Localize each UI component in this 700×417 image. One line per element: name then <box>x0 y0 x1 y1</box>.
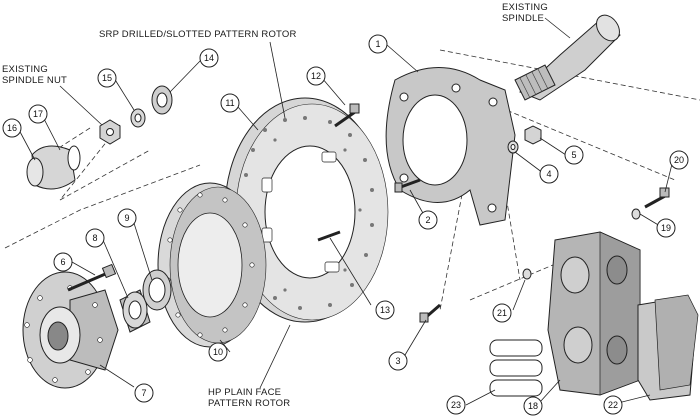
existing-spindle-nut-label-line1: EXISTING <box>2 64 48 75</box>
bearing-race <box>142 269 172 311</box>
seal-kit <box>489 339 543 397</box>
svg-text:1: 1 <box>375 39 380 49</box>
callout-2: 2 <box>418 210 438 230</box>
srp-rotor-label: SRP DRILLED/SLOTTED PATTERN ROTOR <box>99 29 297 40</box>
brake-pads <box>637 294 699 401</box>
inner-bearing <box>119 289 151 333</box>
caliper <box>547 231 641 396</box>
rotor-stud-13 <box>317 230 341 242</box>
svg-text:21: 21 <box>497 308 507 318</box>
shim-21 <box>522 268 532 280</box>
svg-text:6: 6 <box>60 257 65 267</box>
srp-rotor-leader <box>269 41 286 119</box>
caliper-washer-19 <box>631 208 641 220</box>
svg-text:14: 14 <box>204 53 214 63</box>
svg-text:18: 18 <box>528 401 538 411</box>
svg-text:11: 11 <box>225 98 234 108</box>
callout-21: 21 <box>492 303 512 323</box>
svg-text:19: 19 <box>661 223 671 233</box>
bracket-washer-4 <box>507 140 519 154</box>
callout-18: 18 <box>523 396 543 416</box>
callout-leaders <box>17 44 673 406</box>
callout-19: 19 <box>656 218 676 238</box>
bracket-bolt-2 <box>394 178 421 193</box>
callout-7: 7 <box>134 383 154 403</box>
callout-1: 1 <box>368 34 388 54</box>
callout-10: 10 <box>208 342 228 362</box>
svg-text:3: 3 <box>395 356 400 366</box>
svg-text:13: 13 <box>380 305 390 315</box>
existing-spindle-leader <box>544 17 571 39</box>
callout-11: 11 <box>220 93 240 113</box>
svg-text:10: 10 <box>213 347 223 357</box>
svg-text:22: 22 <box>608 400 618 410</box>
svg-text:8: 8 <box>92 233 97 243</box>
svg-text:20: 20 <box>674 155 684 165</box>
wheel-stud <box>67 263 117 292</box>
callout-12: 12 <box>306 66 326 86</box>
svg-text:9: 9 <box>124 213 129 223</box>
hp-rotor-leader <box>259 324 291 389</box>
callout-4: 4 <box>539 164 559 184</box>
text-labels: EXISTING SPINDLE EXISTING SPINDLE NUT SR… <box>2 2 571 409</box>
svg-text:7: 7 <box>141 388 146 398</box>
bracket-bolt-3 <box>419 303 441 323</box>
washer <box>130 108 146 128</box>
callout-22: 22 <box>603 395 623 415</box>
svg-text:12: 12 <box>311 71 321 81</box>
spindle-nut <box>99 119 121 145</box>
hub <box>22 271 119 389</box>
callout-9: 9 <box>117 208 137 228</box>
existing-spindle-label-line1: EXISTING <box>502 2 548 13</box>
callout-13: 13 <box>375 300 395 320</box>
callout-3: 3 <box>388 351 408 371</box>
callout-6: 6 <box>53 252 73 272</box>
callout-8: 8 <box>85 228 105 248</box>
existing-spindle-label-line2: SPINDLE <box>502 13 544 24</box>
callout-23: 23 <box>446 395 466 415</box>
callout-17: 17 <box>28 104 48 124</box>
callout-20: 20 <box>669 150 689 170</box>
callout-15: 15 <box>97 68 117 88</box>
caliper-bracket <box>385 67 516 226</box>
existing-spindle <box>514 14 621 101</box>
dust-cap <box>26 145 81 190</box>
callout-16: 16 <box>2 118 22 138</box>
bracket-nut-5 <box>524 125 542 145</box>
svg-text:15: 15 <box>102 73 112 83</box>
svg-text:5: 5 <box>571 150 576 160</box>
svg-text:16: 16 <box>7 123 17 133</box>
rotor-bolt <box>334 103 360 128</box>
svg-text:2: 2 <box>425 215 430 225</box>
svg-text:17: 17 <box>33 109 43 119</box>
callout-14: 14 <box>199 48 219 68</box>
callout-5: 5 <box>564 145 584 165</box>
caliper-bolt-20 <box>644 187 670 209</box>
svg-text:4: 4 <box>546 169 551 179</box>
hp-plain-face-rotor <box>157 182 267 348</box>
hp-rotor-label-line2: PATTERN ROTOR <box>208 398 290 409</box>
existing-spindle-nut-leader <box>59 85 103 126</box>
hp-rotor-label-line1: HP PLAIN FACE <box>208 387 281 398</box>
existing-spindle-nut-label-line2: SPINDLE NUT <box>2 75 67 86</box>
outer-bearing <box>151 85 173 115</box>
svg-text:23: 23 <box>451 400 461 410</box>
